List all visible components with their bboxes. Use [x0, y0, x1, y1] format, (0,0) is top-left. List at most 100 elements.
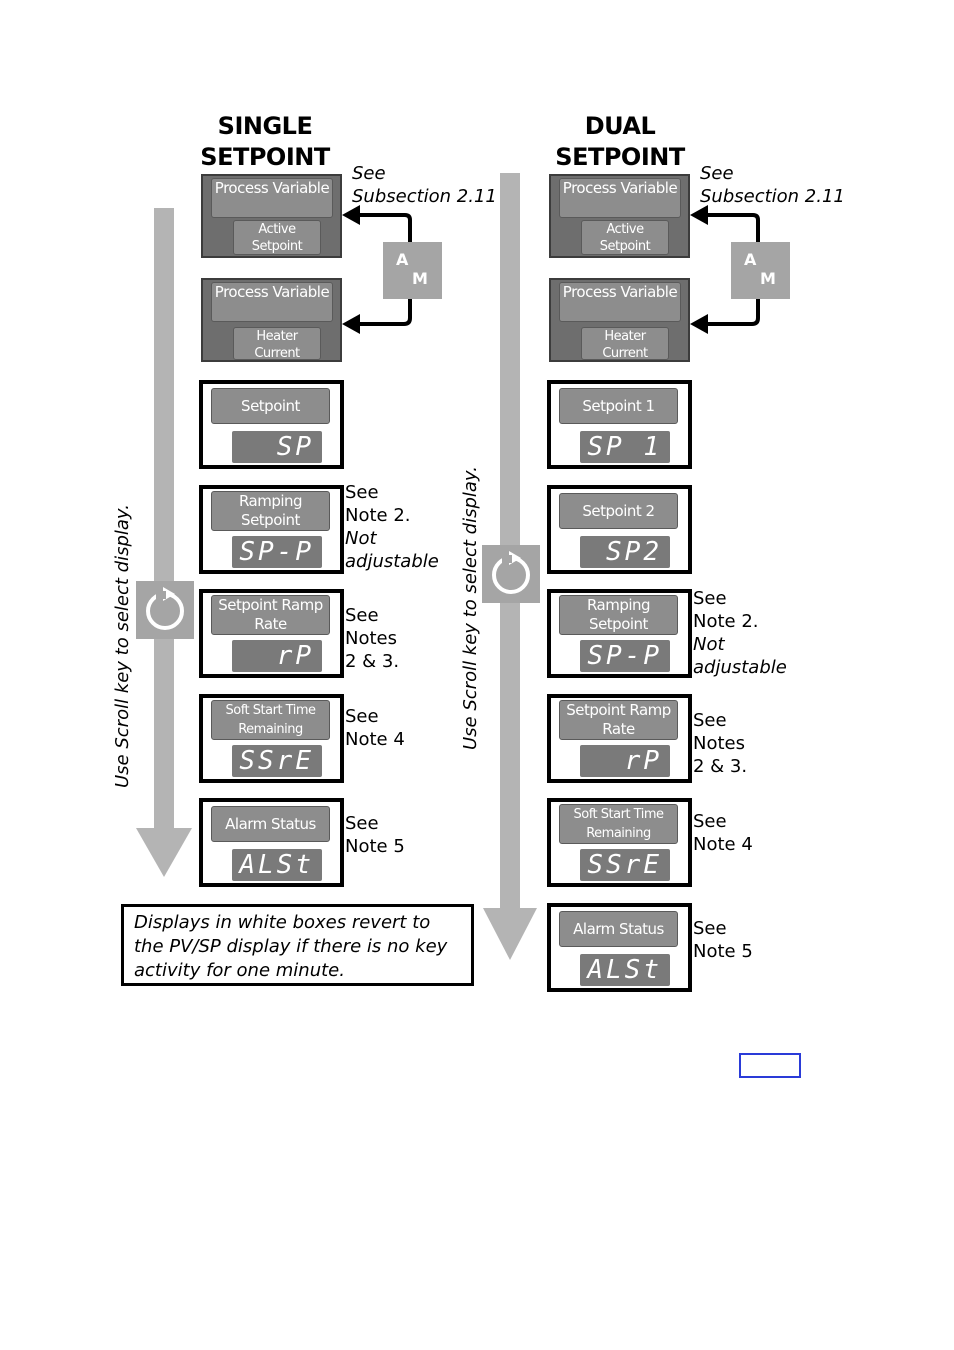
- right-note-ramping: See Note 2. Not adjustable: [693, 587, 787, 679]
- left-scroll-arrow: [136, 208, 192, 877]
- note-line: See: [700, 163, 734, 184]
- note-line: See: [352, 163, 386, 184]
- left-note-alarm: See Note 5: [345, 812, 405, 858]
- note-line: Note 4: [693, 834, 753, 855]
- pv-label: Process Variable: [211, 178, 333, 218]
- right-note-alarm: See Note 5: [693, 917, 753, 963]
- pv-label: Process Variable: [211, 282, 333, 322]
- note-line: See: [693, 811, 727, 832]
- display-label: Ramping Setpoint: [211, 491, 330, 531]
- display-label: Setpoint Ramp Rate: [559, 700, 678, 740]
- display-label: Setpoint: [211, 388, 330, 424]
- right-title-line1: DUAL: [584, 112, 656, 140]
- display-readout: ALSt: [580, 954, 670, 986]
- note-line: See: [345, 482, 379, 503]
- display-readout: SP-P: [232, 536, 322, 568]
- note-line: Note 4: [345, 729, 405, 750]
- display-label: Setpoint Ramp Rate: [211, 595, 330, 635]
- right-setpoint2-box: Setpoint 2 SP2: [547, 485, 692, 574]
- left-alarm-status-box: Alarm Status ALSt: [199, 798, 344, 887]
- left-soft-start-box: Soft Start Time Remaining SSrE: [199, 694, 344, 783]
- left-am-arrows: [342, 205, 412, 334]
- left-ramping-setpoint-box: Ramping Setpoint SP-P: [199, 485, 344, 574]
- note-line: See: [693, 918, 727, 939]
- note-line: Subsection 2.11: [352, 186, 497, 207]
- note-line: 2 & 3.: [693, 756, 748, 777]
- right-note-ramp-rate: See Notes 2 & 3.: [693, 709, 747, 778]
- right-setpoint1-box: Setpoint 1 SP 1: [547, 380, 692, 469]
- display-label: Soft Start Time Remaining: [211, 700, 330, 740]
- display-readout: rP: [580, 745, 670, 777]
- left-pv-active-box: Process Variable Active Setpoint: [201, 174, 342, 258]
- left-title: SINGLE SETPOINT: [190, 111, 340, 173]
- right-note-soft-start: See Note 4: [693, 810, 753, 856]
- left-title-line1: SINGLE: [217, 112, 313, 140]
- display-readout: ALSt: [232, 849, 322, 881]
- display-readout: rP: [232, 640, 322, 672]
- note-line: See: [345, 706, 379, 727]
- note-line: Note 5: [345, 836, 405, 857]
- display-label: Alarm Status: [211, 806, 330, 842]
- active-setpoint-label: Active Setpoint: [233, 220, 321, 255]
- display-readout: SP: [232, 431, 322, 463]
- left-setpoint-ramp-rate-box: Setpoint Ramp Rate rP: [199, 589, 344, 678]
- left-scroll-hint: Use Scroll key to select display.: [112, 504, 133, 788]
- note-line: Notes: [345, 628, 397, 649]
- pv-label: Process Variable: [559, 282, 681, 322]
- right-ramping-setpoint-box: Ramping Setpoint SP-P: [547, 589, 692, 678]
- right-scroll-key[interactable]: [482, 545, 540, 603]
- am-key-m: M: [760, 269, 776, 288]
- note-line: Not: [345, 528, 377, 549]
- heater-current-label: Heater Current: [581, 327, 669, 361]
- right-subsection-note: See Subsection 2.11: [700, 162, 845, 208]
- note-line: Not: [693, 634, 725, 655]
- left-note-soft-start: See Note 4: [345, 705, 405, 751]
- page-number-box: [739, 1053, 801, 1078]
- left-pv-heater-box: Process Variable Heater Current: [201, 278, 342, 362]
- note-line: See: [693, 710, 727, 731]
- display-label: Soft Start Time Remaining: [559, 804, 678, 844]
- pv-label: Process Variable: [559, 178, 681, 218]
- right-scroll-arrow: [483, 173, 537, 960]
- right-setpoint-ramp-rate-box: Setpoint Ramp Rate rP: [547, 694, 692, 783]
- display-readout: SP2: [580, 536, 670, 568]
- scroll-icon: [492, 551, 530, 594]
- right-soft-start-box: Soft Start Time Remaining SSrE: [547, 798, 692, 887]
- note-line: 2 & 3.: [345, 651, 400, 672]
- left-title-line2: SETPOINT: [200, 143, 330, 171]
- active-setpoint-label: Active Setpoint: [581, 220, 669, 255]
- left-scroll-key[interactable]: [136, 581, 194, 639]
- note-line: Note 5: [693, 941, 753, 962]
- right-am-key[interactable]: A M: [731, 242, 790, 299]
- right-title-line2: SETPOINT: [555, 143, 685, 171]
- right-title: DUAL SETPOINT: [545, 111, 695, 173]
- note-line: Note 2.: [345, 505, 411, 526]
- am-key-a: A: [744, 250, 757, 269]
- note-line: Subsection 2.11: [700, 186, 845, 207]
- note-line: adjustable: [693, 657, 787, 678]
- left-setpoint-box: Setpoint SP: [199, 380, 344, 469]
- am-key-m: M: [412, 269, 428, 288]
- display-label: Ramping Setpoint: [559, 595, 678, 635]
- left-subsection-note: See Subsection 2.11: [352, 162, 497, 208]
- note-line: adjustable: [345, 551, 439, 572]
- display-readout: SSrE: [232, 745, 322, 777]
- display-readout: SP-P: [580, 640, 670, 672]
- right-alarm-status-box: Alarm Status ALSt: [547, 903, 692, 992]
- note-line: Note 2.: [693, 611, 759, 632]
- display-readout: SSrE: [580, 849, 670, 881]
- note-line: See: [345, 605, 379, 626]
- note-line: See: [345, 813, 379, 834]
- am-key-a: A: [396, 250, 409, 269]
- scroll-icon: [146, 587, 184, 630]
- left-am-key[interactable]: A M: [383, 242, 442, 299]
- right-pv-heater-box: Process Variable Heater Current: [549, 278, 690, 362]
- note-line: Notes: [693, 733, 745, 754]
- left-note-ramp-rate: See Notes 2 & 3.: [345, 604, 399, 673]
- display-label: Setpoint 2: [559, 493, 678, 529]
- right-pv-active-box: Process Variable Active Setpoint: [549, 174, 690, 258]
- display-label: Alarm Status: [559, 911, 678, 947]
- left-note-ramping: See Note 2. Not adjustable: [345, 481, 439, 573]
- right-am-arrows: [690, 205, 760, 334]
- right-scroll-hint: Use Scroll key to select display.: [460, 466, 481, 750]
